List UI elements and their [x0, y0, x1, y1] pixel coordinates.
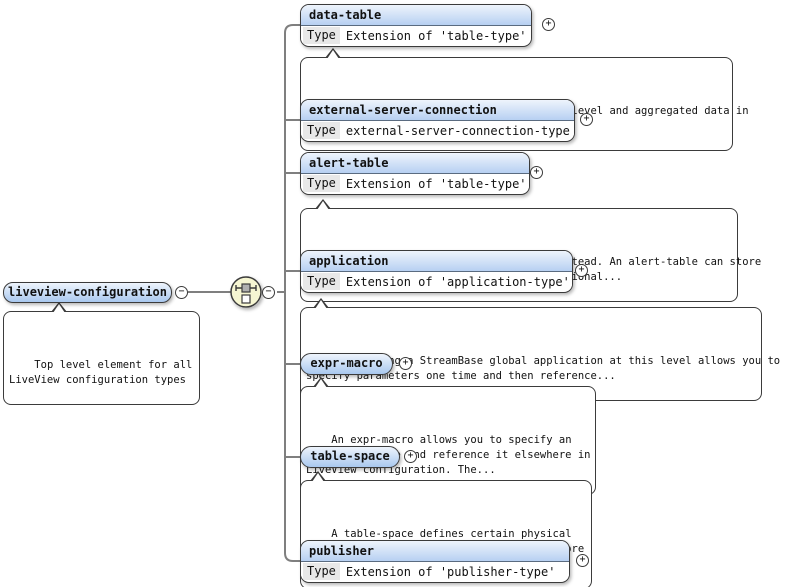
type-row: Type Extension of 'table-type' — [301, 174, 529, 193]
type-row: Type Extension of 'table-type' — [301, 26, 531, 45]
callout-tail-fill — [315, 379, 327, 388]
expand-toggle-data-table[interactable]: + — [542, 18, 555, 31]
collapse-toggle-compositor[interactable]: − — [262, 286, 275, 299]
callout-tail-fill — [327, 50, 339, 59]
element-name: data-table — [301, 5, 531, 26]
element-name: alert-table — [301, 153, 529, 174]
element-name: application — [301, 251, 572, 272]
type-row: Type Extension of 'application-type' — [301, 272, 572, 291]
expand-toggle-external-server-connection[interactable]: + — [580, 113, 593, 126]
element-alert-table[interactable]: alert-table Type Extension of 'table-typ… — [300, 152, 530, 195]
element-name: publisher — [301, 541, 569, 562]
element-application[interactable]: application Type Extension of 'applicati… — [300, 250, 573, 293]
callout-tail-fill — [315, 300, 327, 309]
callout-tail-fill — [317, 201, 329, 210]
element-liveview-configuration[interactable]: liveview-configuration — [3, 282, 172, 303]
element-expr-macro[interactable]: expr-macro — [300, 353, 393, 375]
expand-toggle-application[interactable]: + — [575, 264, 588, 277]
annotation-application: Configuring a StreamBase global applicat… — [300, 298, 780, 401]
element-table-space[interactable]: table-space — [300, 446, 400, 468]
callout-tail-fill — [312, 473, 324, 482]
expand-toggle-expr-macro[interactable]: + — [399, 357, 412, 370]
type-label: Type — [303, 27, 340, 44]
type-value: Extension of 'application-type' — [345, 274, 570, 289]
type-label: Type — [303, 122, 340, 139]
annotation-expr-macro: An expr-macro allows you to specify an e… — [300, 377, 596, 495]
sequence-icon — [230, 276, 262, 308]
annotation-liveview-configuration: Top level element for all LiveView confi… — [3, 302, 200, 405]
expand-toggle-table-space[interactable]: + — [404, 450, 417, 463]
type-row: Type Extension of 'publisher-type' — [301, 562, 569, 581]
element-data-table[interactable]: data-table Type Extension of 'table-type… — [300, 4, 532, 47]
element-name: external-server-connection — [301, 100, 574, 121]
type-value: Extension of 'table-type' — [345, 28, 527, 43]
callout-tail-fill — [53, 304, 65, 313]
sequence-compositor[interactable] — [230, 276, 262, 308]
type-row: Type external-server-connection-type — [301, 121, 574, 140]
type-label: Type — [303, 175, 340, 192]
expand-toggle-alert-table[interactable]: + — [530, 166, 543, 179]
element-external-server-connection[interactable]: external-server-connection Type external… — [300, 99, 575, 142]
type-label: Type — [303, 563, 340, 580]
element-publisher[interactable]: publisher Type Extension of 'publisher-t… — [300, 540, 570, 583]
type-value: Extension of 'table-type' — [345, 176, 527, 191]
expand-toggle-publisher[interactable]: + — [576, 554, 589, 567]
type-label: Type — [303, 273, 340, 290]
type-value: external-server-connection-type — [345, 123, 570, 138]
annotation-text: Top level element for all LiveView confi… — [9, 359, 193, 386]
collapse-toggle-root[interactable]: − — [175, 286, 188, 299]
type-value: Extension of 'publisher-type' — [345, 564, 556, 579]
